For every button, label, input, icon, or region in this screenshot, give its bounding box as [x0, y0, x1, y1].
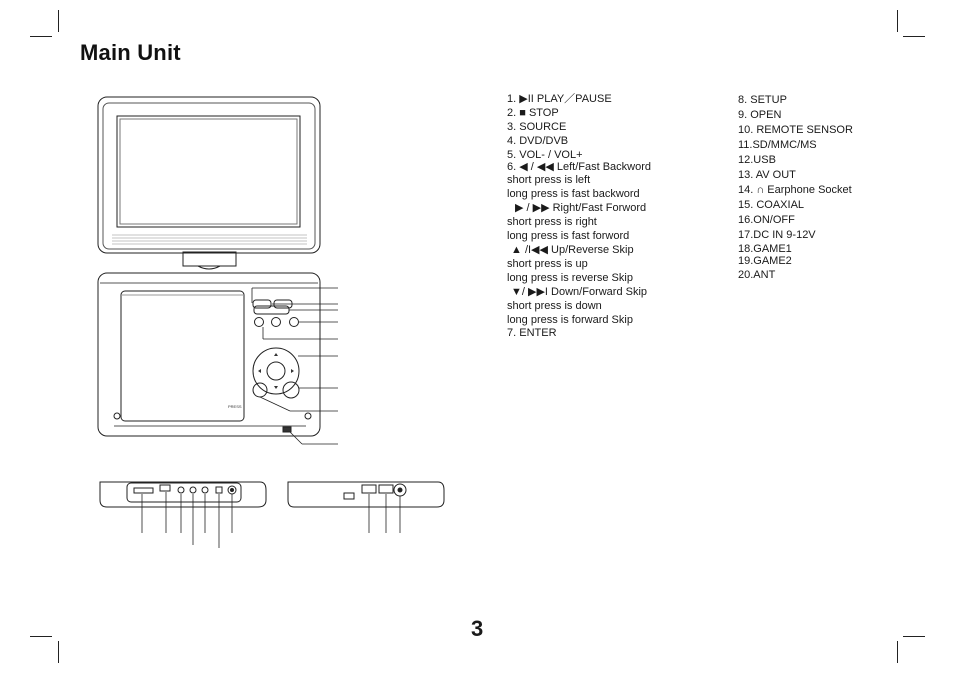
legend-item-17: 17.DC IN 9-12V [738, 229, 816, 241]
legend-item-2: 2. ■ STOP [507, 106, 559, 119]
setup-button [252, 382, 268, 398]
legend-sub-item: ▼/ ▶▶I Down/Forward Skip [511, 285, 648, 298]
crop-mark-br-v [897, 641, 898, 663]
crop-mark-bl-v [58, 641, 59, 663]
page-title: Main Unit [80, 40, 181, 65]
legend-item-11: 11.SD/MMC/MS [738, 139, 817, 151]
legend-item-19: 19.GAME2 [738, 255, 792, 267]
legend-item-8: 8. SETUP [738, 94, 787, 106]
vol-button [289, 317, 299, 327]
legend-note: short press is up [507, 257, 588, 270]
crop-mark-bl-h [30, 636, 52, 637]
disc-door [120, 290, 245, 422]
legend-sub-item: ▲ /I◀◀ Up/Reverse Skip [511, 243, 634, 256]
screen-lid-outline [97, 96, 321, 254]
left-side-view [99, 481, 267, 508]
legend-item-13: 13. AV OUT [738, 169, 796, 181]
crop-mark-tr-v [897, 10, 898, 32]
legend-note: short press is down [507, 299, 602, 312]
open-button [282, 381, 300, 399]
legend-item-20: 20.ANT [738, 269, 776, 281]
legend-note: short press is right [507, 216, 597, 229]
play-pause-button [252, 299, 272, 309]
legend-note: long press is fast backword [507, 188, 640, 201]
legend-item-5: 5. VOL- / VOL+ [507, 148, 583, 161]
crop-mark-tr-h [903, 36, 925, 37]
legend-note: long press is forward Skip [507, 313, 633, 326]
legend-item-9: 9. OPEN [738, 109, 782, 121]
base-outline [97, 272, 321, 437]
legend-right: 8. SETUP 9. OPEN 10. REMOTE SENSOR 11.SD… [738, 93, 853, 283]
crop-mark-br-h [903, 636, 925, 637]
legend-item-3: 3. SOURCE [507, 120, 567, 133]
enter-button [266, 361, 286, 381]
panel-label: PRESS [228, 404, 242, 409]
legend-item-6: 6. ◀ / ◀◀ Left/Fast Backword [507, 160, 651, 173]
source-button [254, 317, 264, 327]
legend-item-1: 1. ▶II PLAY／PAUSE [507, 93, 612, 105]
legend-note: long press is reverse Skip [507, 271, 633, 284]
navigation-pad [252, 347, 300, 395]
hinge [182, 251, 237, 267]
dvd-dvb-button [271, 317, 281, 327]
legend-item-12: 12.USB [738, 154, 776, 166]
crop-mark-tl-h [30, 36, 52, 37]
legend-item-14: 14. ∩ Earphone Socket [738, 184, 852, 196]
right-side-view [287, 481, 445, 508]
legend-item-10: 10. REMOTE SENSOR [738, 124, 853, 136]
page-number: 3 [471, 616, 484, 641]
legend-item-7: 7. ENTER [507, 327, 557, 340]
legend-item-15: 15. COAXIAL [738, 199, 805, 211]
legend-note: short press is left [507, 174, 591, 187]
legend-item-16: 16.ON/OFF [738, 214, 795, 226]
legend-note: long press is fast forword [507, 230, 630, 243]
crop-mark-tl-v [58, 10, 59, 32]
legend-left: 1. ▶II PLAY／PAUSE 2. ■ STOP 3. SOURCE 4.… [507, 93, 651, 341]
legend-sub-item: ▶ / ▶▶ Right/Fast Forword [515, 202, 647, 215]
lcd-screen [116, 115, 301, 228]
legend-item-18: 18.GAME1 [738, 243, 792, 255]
legend-item-4: 4. DVD/DVB [507, 134, 569, 147]
